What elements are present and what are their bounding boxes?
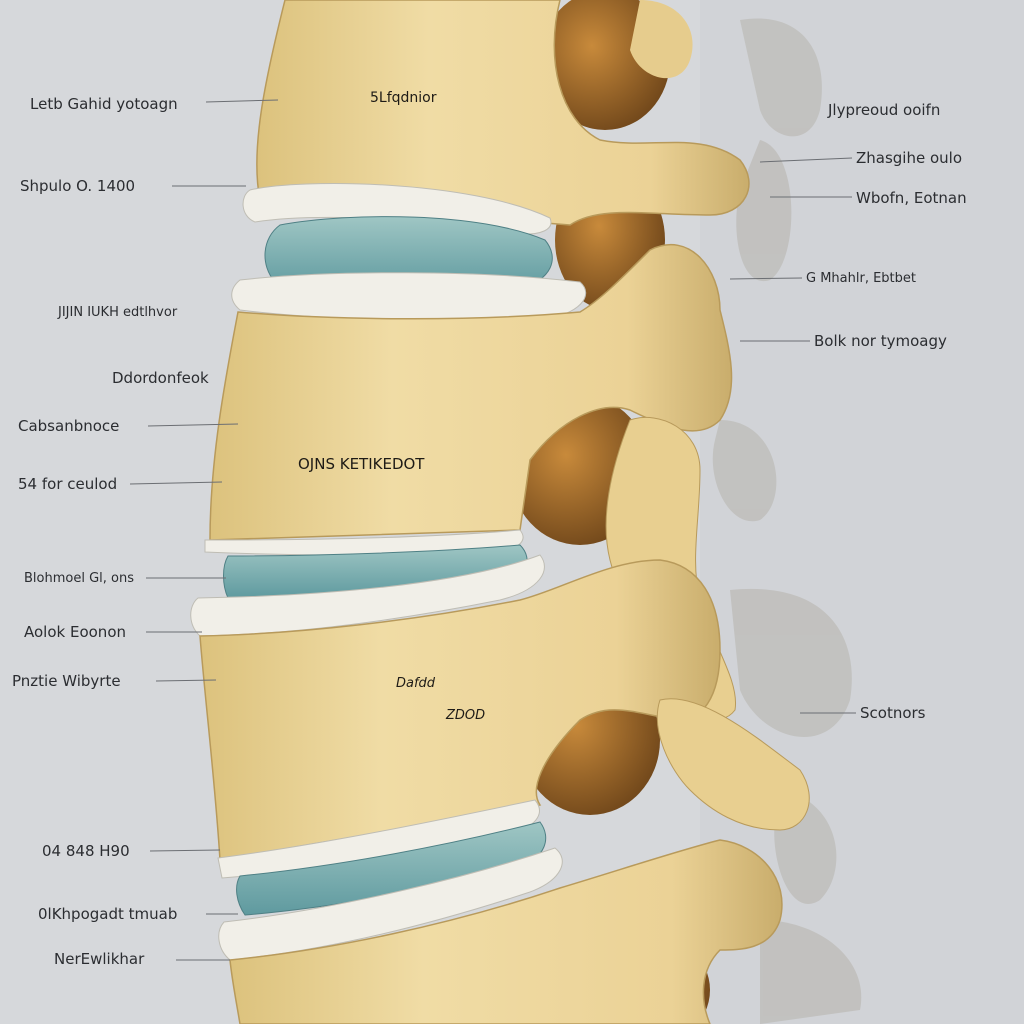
left-label-10: 04 848 H90: [42, 842, 130, 860]
bone-scribble-1: Dafdd: [396, 676, 436, 691]
process-shadows: [712, 18, 862, 1024]
vertebra-3: [199, 559, 810, 861]
disc-1: [231, 182, 587, 322]
right-label-3: Wbofn, Eotnan: [856, 189, 967, 207]
bone-scribble-2: ZDOD: [446, 708, 486, 723]
disc-2: [190, 529, 545, 637]
left-label-8: Aolok Eoonon: [24, 623, 126, 641]
disc-3: [217, 799, 563, 961]
left-label-12: NerEwlikhar: [54, 950, 145, 968]
left-label-2: Shpulo O. 1400: [20, 177, 136, 195]
left-label-9: Pnztie Wibyrte: [12, 672, 121, 690]
bone-label-top: 5Lfqdnior: [370, 90, 437, 106]
right-label-5: Bolk nor tymoagy: [814, 332, 947, 350]
bone-label-middle: OJNS KETIKEDOT: [298, 455, 425, 473]
left-label-11: 0lKhpogadt tmuab: [38, 905, 178, 923]
left-label-3: JIJIN IUKH edtlhvor: [58, 305, 178, 320]
left-label-6: 54 for ceulod: [18, 475, 118, 493]
right-label-2: Zhasgihe oulo: [856, 149, 963, 167]
left-label-5: Cabsanbnoce: [18, 417, 120, 435]
vertebra-1: [256, 0, 750, 226]
right-label-6: Scotnors: [860, 704, 926, 722]
leader-lines-left: [129, 99, 279, 961]
left-label-4: Ddordonfeok: [112, 369, 209, 387]
left-label-7: Blohmoel Gl, ons: [24, 571, 134, 586]
right-label-4: G Mhahlr, Ebtbet: [806, 271, 916, 286]
vertebra-4: [229, 839, 783, 1024]
leader-lines-right: [729, 157, 856, 714]
right-label-1: Jlypreoud ooifn: [828, 101, 941, 119]
left-label-1: Letb Gahid yotoagn: [30, 95, 178, 113]
